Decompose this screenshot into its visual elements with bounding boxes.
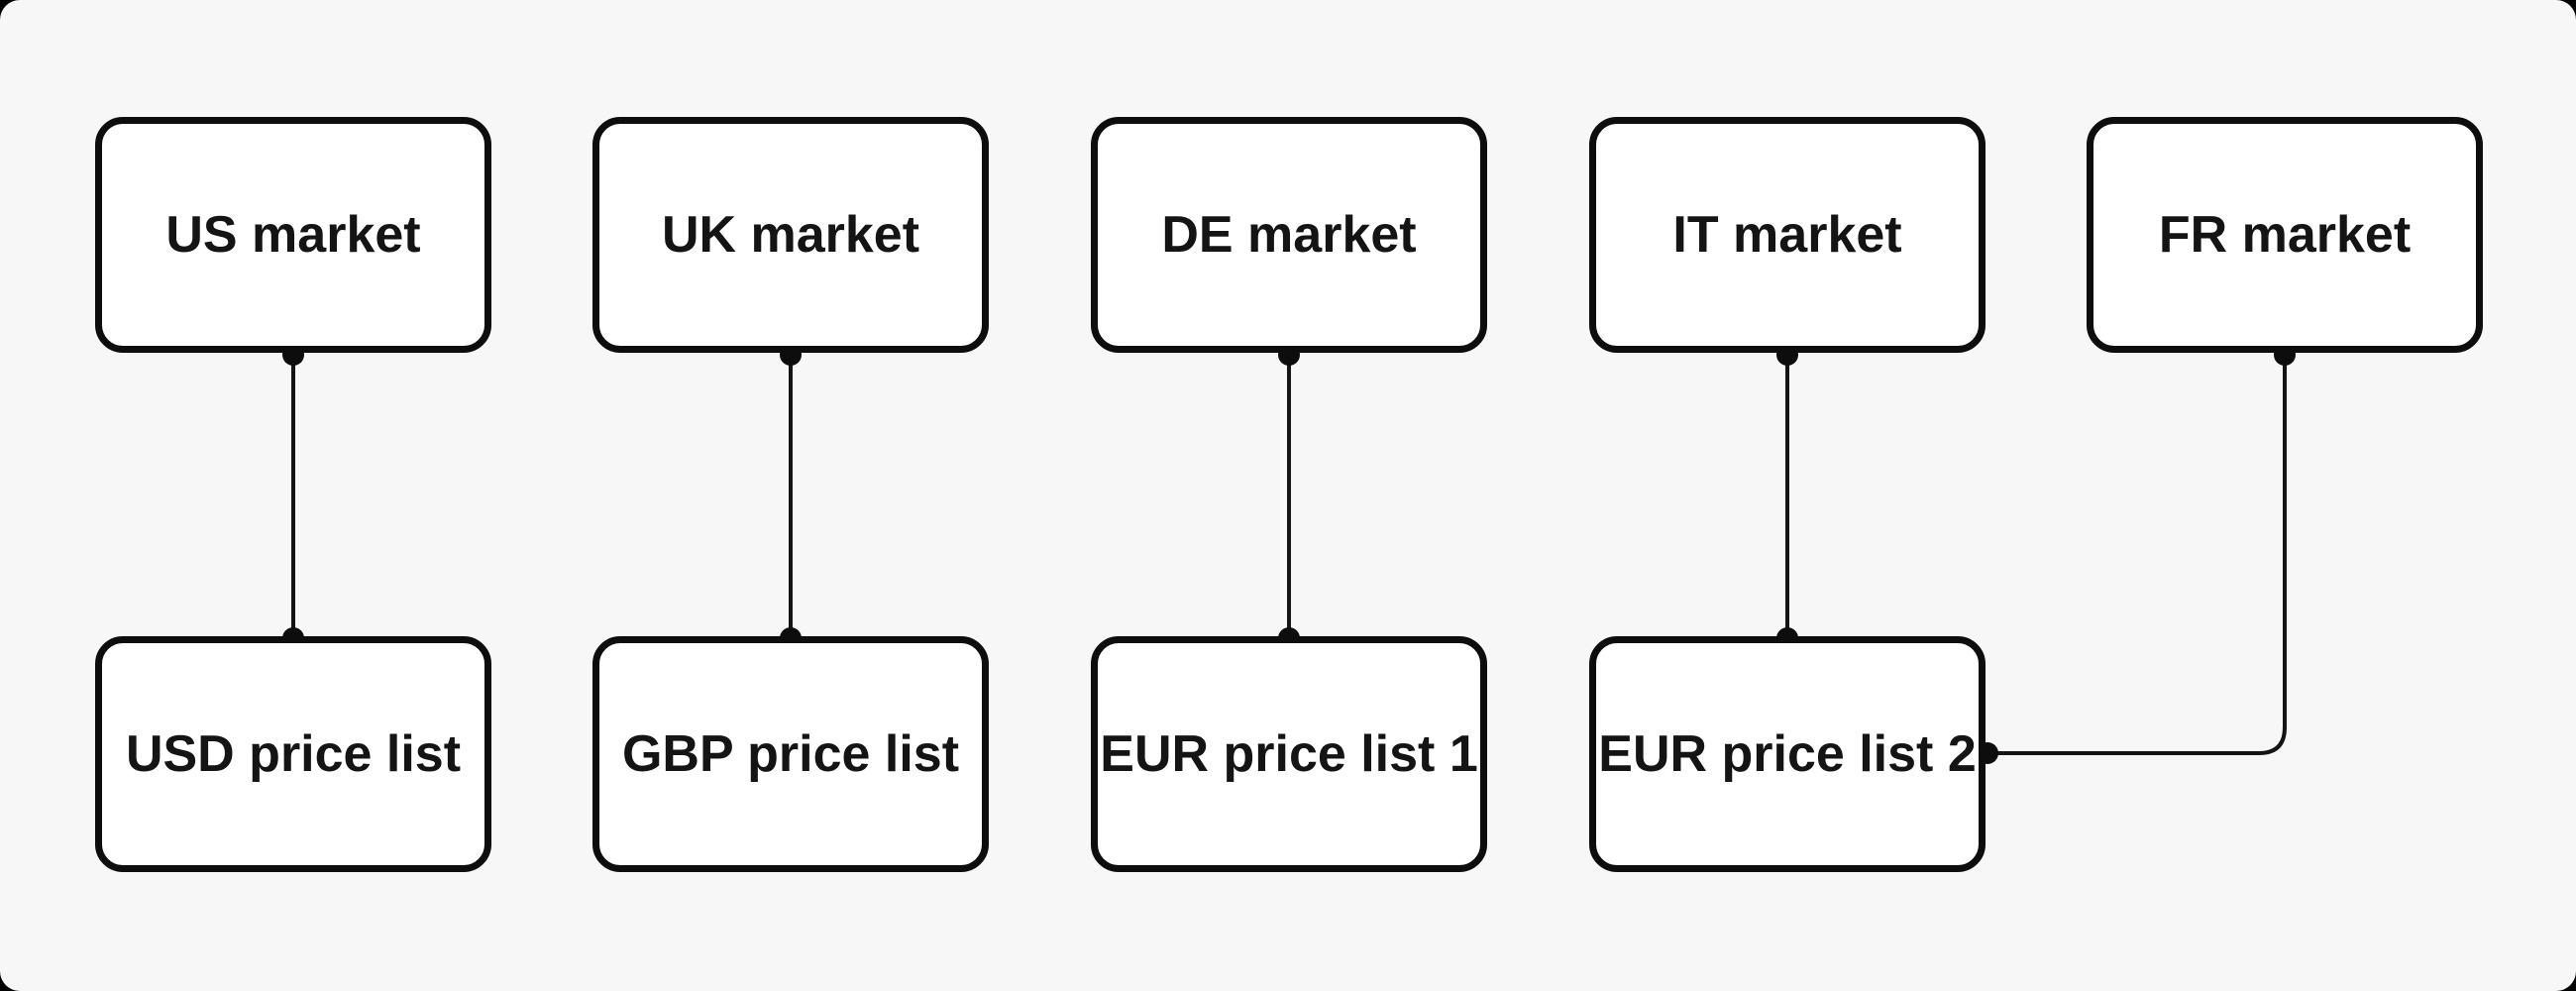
node-fr-market: FR market — [2087, 117, 2483, 353]
node-eur-price-list-1: EUR price list 1 — [1091, 636, 1487, 872]
node-uk-market: UK market — [592, 117, 989, 353]
node-gbp-price-list: GBP price list — [592, 636, 989, 872]
node-de-market: DE market — [1091, 117, 1487, 353]
node-us-market: US market — [95, 117, 491, 353]
node-usd-price-list: USD price list — [95, 636, 491, 872]
edge-fr-market-to-eur-price-list-2 — [1987, 355, 2287, 755]
node-eur-price-list-2: EUR price list 2 — [1589, 636, 1986, 872]
node-it-market: IT market — [1589, 117, 1986, 353]
